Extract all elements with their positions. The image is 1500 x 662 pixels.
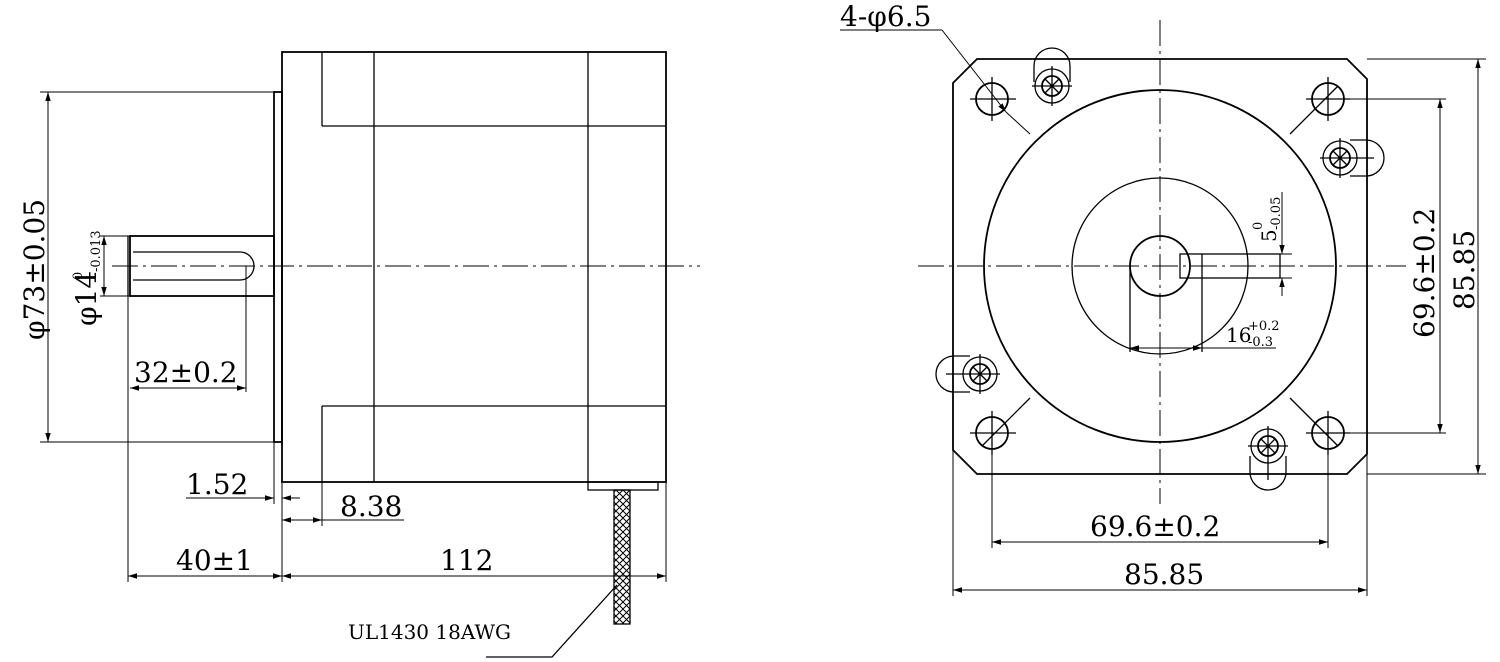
front-view: 4-φ6.5 5 0 -0.05 16 +0.2 -0.3 6 — [840, 0, 1486, 596]
flange-boss — [273, 91, 283, 443]
screw-left — [935, 354, 1000, 394]
side-view: φ73±0.05 φ14 0 -0.013 32±0.2 1.52 — [18, 51, 700, 658]
key-tol-upper: 0 — [1251, 222, 1266, 230]
shaft-tol-lower: -0.013 — [89, 230, 104, 272]
mount-holes-label: 4-φ6.5 — [840, 0, 931, 33]
dim-mount-holes: 4-φ6.5 — [840, 0, 1031, 135]
flat-length-label: 32±0.2 — [134, 356, 238, 389]
shaft-diameter-label: φ14 — [70, 271, 103, 326]
body-length-label: 112 — [440, 544, 493, 577]
screw-bottom — [1248, 426, 1288, 491]
hole-spacing-h-label: 69.6±0.2 — [1090, 510, 1220, 543]
key-tol-lower: -0.05 — [1269, 197, 1284, 230]
dim-flat-length: 32±0.2 — [130, 266, 247, 392]
dim-boss-height: 1.52 — [186, 442, 300, 504]
key-depth-tol-lower: -0.3 — [1248, 335, 1273, 350]
key-depth-tol-upper: +0.2 — [1248, 319, 1280, 334]
dim-hole-spacing-h: 69.6±0.2 — [991, 449, 1329, 548]
frame-size-v-label: 85.85 — [1448, 230, 1481, 310]
dim-flange-diameter: φ73±0.05 — [18, 91, 274, 443]
dim-frame-size-v: 85.85 — [1367, 58, 1486, 475]
dim-key-depth: 16 +0.2 -0.3 — [1130, 319, 1280, 351]
mounting-hole-tl — [970, 77, 1016, 121]
key-depth-label: 16 — [1226, 323, 1251, 347]
front-flange-outline — [952, 58, 1368, 475]
boss-height-label: 1.52 — [186, 468, 248, 501]
hole-spacing-v-label: 69.6±0.2 — [1408, 208, 1441, 338]
key — [1129, 253, 1281, 352]
dim-key-width: 5 0 -0.05 — [1251, 192, 1292, 296]
cable-label: UL1430 18AWG — [348, 620, 511, 644]
dim-body-offset: 8.38 — [282, 482, 404, 526]
frame-size-h-label: 85.85 — [1124, 558, 1204, 591]
motor-body — [281, 51, 667, 491]
shaft — [127, 235, 275, 297]
boss-circle — [1071, 177, 1249, 355]
mounting-hole-tr — [1306, 77, 1350, 121]
dim-shaft-length: 40±1 — [127, 296, 283, 582]
dim-frame-size-h: 85.85 — [952, 450, 1368, 596]
cable — [486, 489, 631, 658]
dim-shaft-diameter: φ14 0 -0.013 — [70, 230, 130, 326]
shaft-length-label: 40±1 — [176, 544, 253, 577]
shaft-tol-upper: 0 — [71, 272, 86, 280]
dim-body-length: 112 — [282, 482, 667, 582]
dim-hole-spacing-v: 69.6±0.2 — [1344, 98, 1446, 434]
flange-diameter-label: φ73±0.05 — [18, 199, 51, 340]
key-width-label: 5 — [1257, 229, 1281, 242]
mounting-hole-bl — [970, 411, 1016, 455]
diagonal-lines — [981, 85, 1339, 447]
mounting-hole-br — [1306, 411, 1350, 455]
body-offset-label: 8.38 — [340, 490, 402, 523]
screw-top — [1032, 47, 1072, 106]
pilot-circle — [983, 89, 1337, 443]
screw-right — [1320, 138, 1385, 178]
